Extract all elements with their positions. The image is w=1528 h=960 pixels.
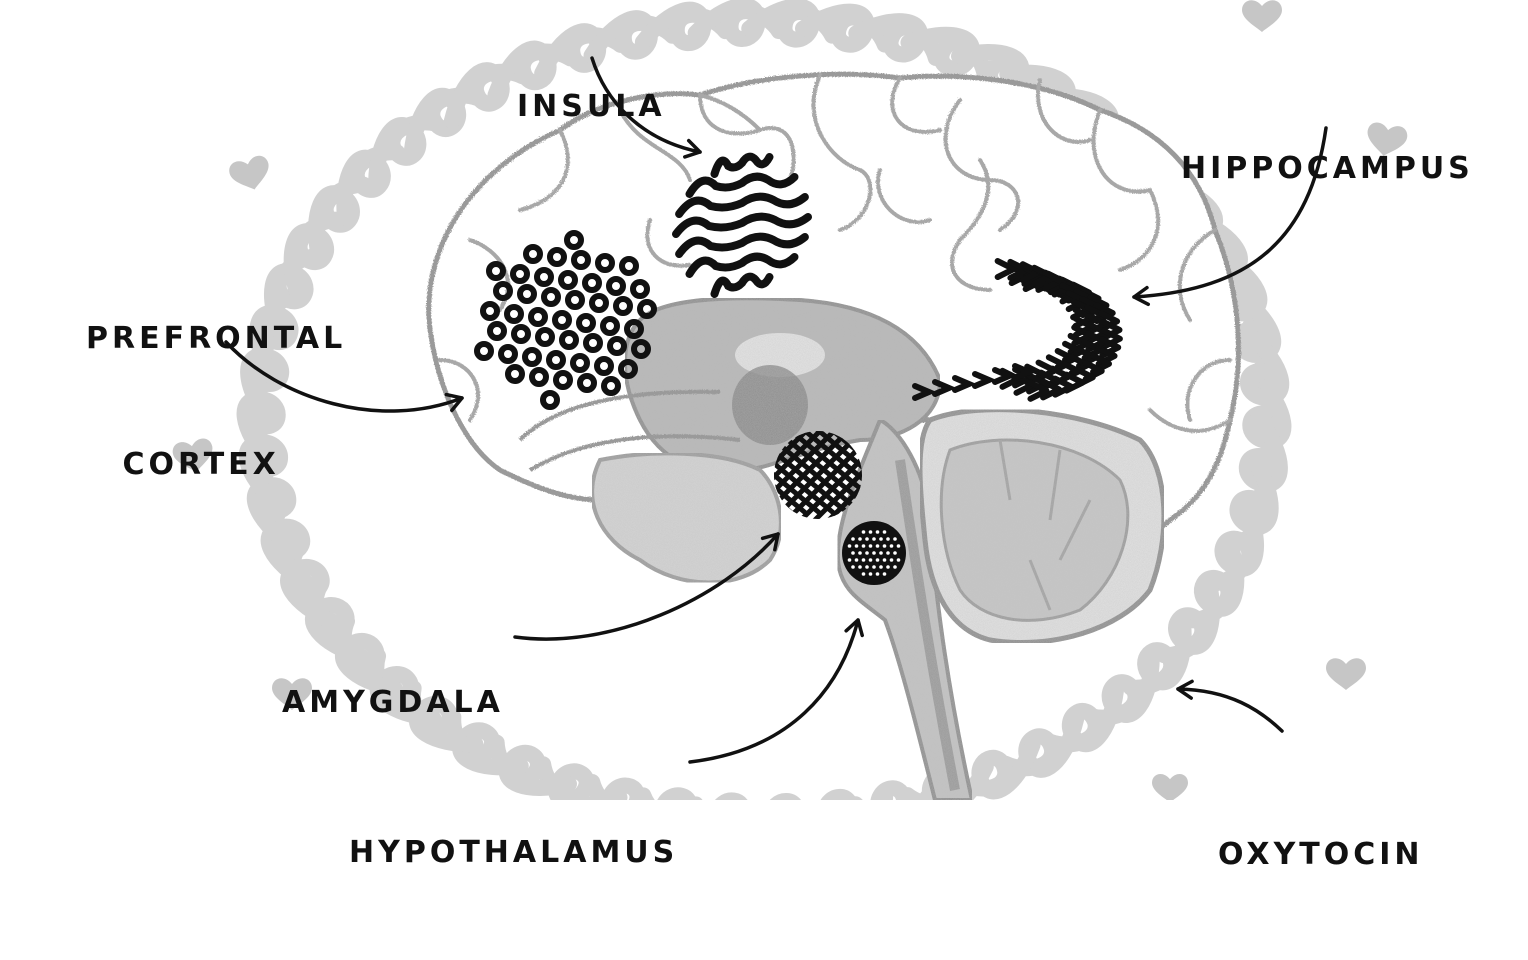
heart-icon <box>1367 122 1408 156</box>
heart-icon <box>1151 774 1189 800</box>
label-insula: INSULA <box>517 2 666 212</box>
amygdala-arrow <box>513 532 780 641</box>
loop-stroke <box>848 13 944 67</box>
loop-stroke <box>634 1 734 51</box>
label-amygdala: AMYGDALA <box>282 598 504 808</box>
label-hippocampus-text: HIPPOCAMPUS <box>1181 151 1474 186</box>
label-oxytocin: OXYTOCIN <box>1218 750 1424 960</box>
arrowhead-icon <box>760 532 780 552</box>
heart-icon <box>1242 0 1282 32</box>
label-hypothalamus-text: HYPOTHALAMUS <box>349 835 679 870</box>
label-insula-text: INSULA <box>517 89 666 124</box>
arrowhead-icon <box>1132 285 1150 307</box>
arrowhead-icon <box>1176 679 1194 700</box>
hypothalamus-arrow <box>688 618 864 764</box>
label-prefrontal-line1: PREFRONTAL <box>86 321 347 356</box>
loop-stroke <box>249 288 301 385</box>
arrowhead-icon <box>444 392 464 413</box>
region-hypothalamus <box>842 521 906 585</box>
heart-icon <box>272 678 312 710</box>
loop-stroke <box>1227 455 1279 552</box>
label-hippocampus: HIPPOCAMPUS <box>1181 64 1474 274</box>
arrowhead-icon <box>844 618 864 638</box>
loop-stroke <box>794 789 894 800</box>
label-oxytocin-text: OXYTOCIN <box>1218 837 1424 872</box>
hearts <box>172 0 1408 800</box>
temporal-lobe <box>590 451 783 585</box>
oxytocin-arrow <box>1176 679 1284 733</box>
loop-stroke <box>1240 328 1290 428</box>
cerebellum <box>917 407 1167 645</box>
loop-stroke <box>741 0 841 48</box>
arrowhead-icon <box>683 138 702 159</box>
label-hypothalamus: HYPOTHALAMUS <box>349 748 678 958</box>
gyri-folds <box>438 73 1232 433</box>
label-prefrontal-cortex: PREFRONTAL CORTEX <box>86 234 346 570</box>
hippocampus-arrow <box>1132 126 1328 307</box>
label-prefrontal-line2: CORTEX <box>108 447 280 482</box>
heart-icon <box>1326 658 1366 690</box>
brain-illustration: INSULA HIPPOCAMPUS PREFRONTAL CORTEX AMY… <box>86 0 1474 872</box>
callout-arrows <box>224 56 1328 764</box>
prefrontal-arrow <box>224 340 464 413</box>
loop-stroke <box>264 248 319 343</box>
corpus-callosum <box>623 296 943 475</box>
heart-icon <box>172 438 213 472</box>
region-prefrontal-cortex <box>474 230 657 410</box>
loop-stroke <box>1209 497 1264 592</box>
brain-drawing <box>224 56 1328 800</box>
loop-stroke <box>687 0 787 47</box>
insula-arrow <box>590 56 702 159</box>
region-insula <box>672 152 812 298</box>
region-hippocampus <box>912 258 1123 402</box>
loop-stroke <box>584 773 680 800</box>
loop-stroke <box>635 787 734 800</box>
loop-stroke <box>794 3 893 53</box>
label-amygdala-text: AMYGDALA <box>282 685 504 720</box>
heart-icon <box>229 155 269 190</box>
fornix-band <box>518 389 741 472</box>
